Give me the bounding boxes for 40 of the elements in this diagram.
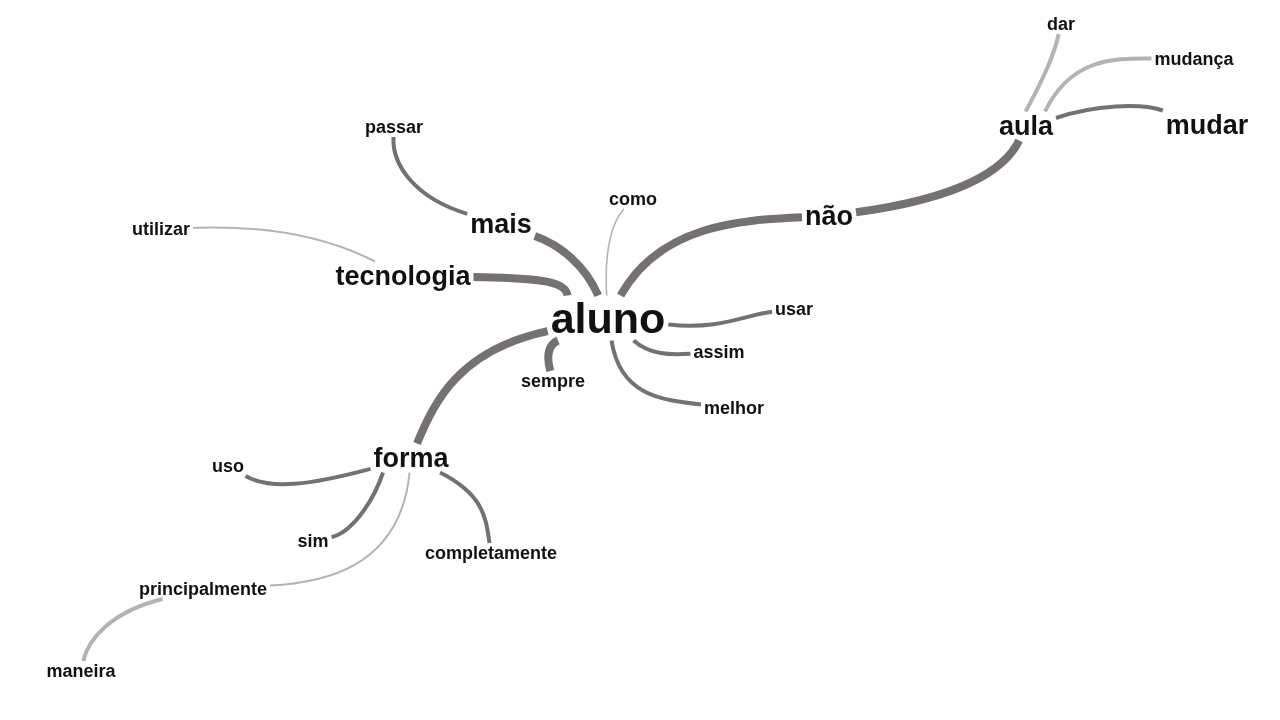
branch-line bbox=[269, 471, 411, 587]
keyword-label: utilizar bbox=[129, 219, 193, 239]
branch-line bbox=[330, 471, 385, 539]
branch-line bbox=[544, 337, 560, 372]
keyword-label: principalmente bbox=[136, 579, 270, 599]
keyword-label: mais bbox=[467, 209, 535, 239]
keyword-label: passar bbox=[362, 117, 426, 137]
branch-line bbox=[668, 309, 773, 328]
branch-line bbox=[1055, 104, 1164, 120]
keyword-label: forma bbox=[370, 443, 452, 473]
keyword-label: sempre bbox=[518, 371, 588, 391]
keyword-label: sim bbox=[294, 531, 332, 551]
keyword-label: não bbox=[802, 201, 856, 231]
branch-line bbox=[439, 470, 492, 544]
branch-line bbox=[244, 466, 371, 487]
keyword-label: mudar bbox=[1162, 110, 1252, 140]
branch-line bbox=[1043, 56, 1152, 113]
branch-line bbox=[1023, 33, 1061, 113]
branch-line bbox=[533, 232, 602, 298]
keyword-label: uso bbox=[209, 456, 247, 476]
keyword-label: completamente bbox=[422, 543, 560, 563]
keyword-label: como bbox=[606, 189, 660, 209]
branch-line bbox=[617, 213, 803, 298]
branch-line bbox=[81, 597, 164, 662]
keyword-label: melhor bbox=[701, 398, 767, 418]
central-keyword: aluno bbox=[547, 295, 669, 341]
keyword-label: usar bbox=[772, 299, 816, 319]
branch-line bbox=[855, 138, 1023, 217]
branch-line bbox=[413, 327, 549, 446]
branch-line bbox=[632, 338, 691, 357]
keyword-label: dar bbox=[1044, 14, 1078, 34]
branch-line bbox=[391, 136, 468, 216]
branch-line bbox=[605, 208, 625, 297]
keyword-label: maneira bbox=[43, 661, 119, 681]
keyword-label: assim bbox=[690, 342, 748, 362]
keyword-label: aula bbox=[996, 111, 1056, 141]
keyword-label: tecnologia bbox=[332, 261, 474, 291]
keyword-label: mudança bbox=[1151, 49, 1237, 69]
branch-line bbox=[609, 340, 702, 407]
branch-line bbox=[192, 226, 376, 263]
